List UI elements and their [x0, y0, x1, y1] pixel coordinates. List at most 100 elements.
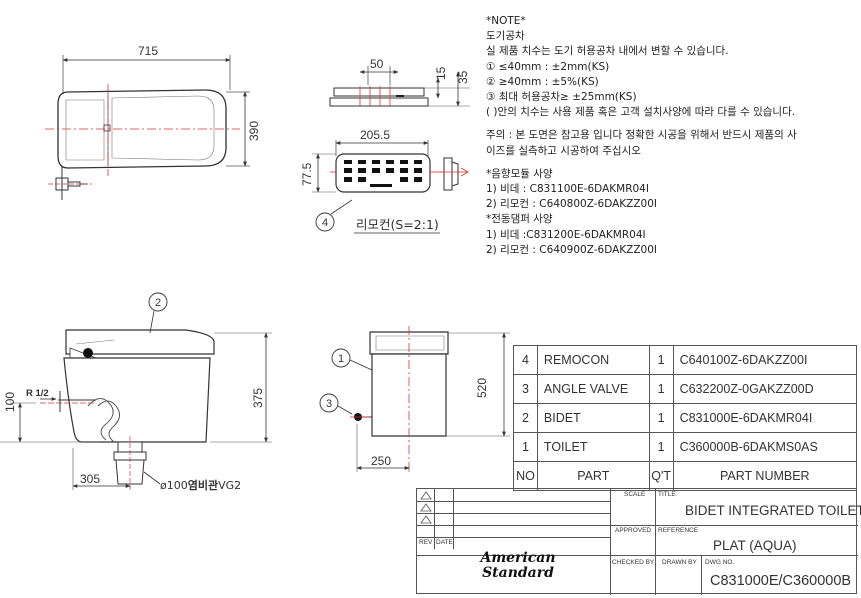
dim-remote-width: 205.5 [360, 128, 390, 142]
checked-by-label: CHECKED BY [612, 559, 655, 566]
caution-line: 주의 : 본 도면은 참고용 입니다 정확한 시공을 위해서 반드시 제품의 사 [486, 129, 797, 142]
reference-label: REFERENCE [658, 527, 699, 534]
logo-line-1: American [480, 550, 556, 566]
spec-line: *전동댐퍼 사양 [486, 213, 553, 226]
dim-front-250: 250 [371, 454, 391, 468]
divider [417, 501, 610, 502]
title-block: REV DATE SCALE TITLE BIDET INTEGRATED TO… [416, 488, 861, 595]
note-line: ③ 최대 허용공차≥ ±25mm(KS) [486, 91, 637, 104]
dim-remote-height: 77.5 [300, 162, 314, 186]
spec-line: *음향모듈 사양 [486, 167, 553, 180]
note-line: 실 제품 치수는 도기 허용공차 내에서 변할 수 있습니다. [486, 45, 729, 58]
divider [417, 537, 610, 538]
toilet-front-view: 520 250 [337, 326, 510, 472]
drawn-by-label: DRAWN BY [662, 559, 697, 566]
note-line: 도기공차 [486, 30, 525, 43]
balloon-4-label: 4 [322, 217, 328, 229]
notes-panel: *NOTE* 도기공차 실 제품 치수는 도기 허용공차 내에서 변할 수 있습… [486, 14, 856, 258]
dim-side-50: 50 [370, 57, 384, 71]
logo-line-2: Standard [482, 565, 554, 581]
divider [701, 555, 702, 595]
reference-value: PLAT (AQUA) [713, 538, 797, 553]
divider [434, 489, 435, 549]
drawing-title: BIDET INTEGRATED TOILET [685, 503, 861, 518]
label-pipe-prefix: ø100 [160, 479, 188, 492]
balloon-3: 3 [319, 393, 339, 413]
part-name: BIDET [536, 403, 650, 433]
toilet-side-view: R 1/2 100 375 305 ø100염비관VG2 [0, 310, 272, 492]
table-row: 2 BIDET 1 C831000E-6DAKMR04I [513, 403, 858, 433]
spec-line: 1) 비데 : C831100E-6DAKMR04I [486, 183, 649, 196]
divider [610, 489, 611, 595]
parts-list-table: 4 REMOCON 1 C640100Z-6DAKZZ00I 3 ANGLE V… [513, 345, 858, 491]
part-name: TOILET [536, 432, 650, 462]
part-no: 2 [513, 403, 538, 433]
table-row: 3 ANGLE VALVE 1 C632200Z-0GAKZZ00D [513, 374, 858, 404]
note-line: *NOTE* [486, 15, 526, 27]
divider [417, 513, 610, 514]
spacer [486, 159, 856, 167]
header-part-number: PART NUMBER [672, 461, 858, 491]
spec-line: 2) 리모컨 : C640900Z-6DAKZZ00I [486, 243, 658, 256]
part-number: C360000B-6DAKMS0AS [672, 432, 858, 462]
dim-top-depth: 390 [247, 121, 261, 141]
part-no: 4 [513, 345, 538, 375]
part-number: C640100Z-6DAKZZ00I [672, 345, 858, 375]
dim-side-15: 15 [434, 66, 448, 80]
header-qty: Q'T [648, 461, 674, 491]
seat-side-view: 50 15 35 [329, 57, 470, 107]
revision-triangles [420, 491, 432, 524]
part-qty: 1 [648, 345, 674, 375]
dim-front-520: 520 [475, 378, 489, 398]
part-qty: 1 [648, 403, 674, 433]
balloon-4: 4 [315, 212, 335, 232]
part-no: 1 [513, 432, 538, 462]
label-pipe-suffix: VG2 [218, 479, 241, 492]
remote-view: 205.5 77.5 리모컨(S=2:1) [300, 128, 469, 234]
table-row: 1 TOILET 1 C360000B-6DAKMS0AS [513, 432, 858, 462]
dim-height-100: 100 [3, 392, 17, 412]
dwg-no-label: DWG NO. [705, 559, 735, 566]
remote-caption: 리모컨(S=2:1) [356, 217, 439, 232]
part-name: ANGLE VALVE [536, 374, 650, 404]
table-row: 4 REMOCON 1 C640100Z-6DAKZZ00I [513, 345, 858, 375]
spacer [486, 120, 856, 128]
part-number: C632200Z-0GAKZZ00D [672, 374, 858, 404]
dwg-no-value: C831000E/C360000B [710, 573, 852, 589]
note-line: ( )안의 치수는 사용 제품 혹은 고객 설치사양에 따라 다를 수 있습니다… [486, 106, 796, 119]
divider [453, 489, 454, 549]
label-r-half: R 1/2 [26, 388, 49, 399]
rev-label: REV [419, 539, 433, 546]
part-name: REMOCON [536, 345, 650, 375]
balloon-2: 2 [148, 292, 168, 312]
balloon-1-label: 1 [338, 353, 344, 365]
note-line: ① ≤40mm : ±2mm(KS) [486, 60, 610, 73]
dim-top-width: 715 [138, 44, 158, 58]
dim-offset-305: 305 [80, 472, 100, 486]
caution-line: 이즈를 실측하고 시공하여 주십시오 [486, 144, 641, 157]
spec-line: 1) 비데 :C831200E-6DAKMR04I [486, 228, 646, 241]
table-header-row: NO PART Q'T PART NUMBER [513, 461, 858, 491]
note-line: ② ≥40mm : ±5%(KS) [486, 75, 599, 88]
scale-label: SCALE [624, 491, 646, 498]
balloon-1: 1 [331, 348, 351, 368]
dim-height-375: 375 [251, 388, 265, 408]
part-number: C831000E-6DAKMR04I [672, 403, 858, 433]
balloon-2-label: 2 [155, 297, 161, 309]
header-part: PART [536, 461, 650, 491]
title-label: TITLE [658, 491, 676, 498]
label-pipe-bold: 염비관 [188, 478, 218, 492]
label-pipe: ø100염비관VG2 [160, 478, 241, 492]
dim-side-35: 35 [456, 70, 470, 84]
divider [417, 525, 858, 526]
date-label: DATE [436, 539, 453, 546]
divider [655, 489, 656, 595]
american-standard-logo: American Standard [478, 551, 558, 581]
remote-buttons-icon [344, 160, 422, 187]
divider [417, 555, 858, 556]
top-view: 715 390 [45, 44, 261, 200]
spec-line: 2) 리모컨 : C640800Z-6DAKZZ00I [486, 198, 658, 211]
header-no: NO [513, 461, 538, 491]
approved-label: APPROVED [615, 527, 652, 534]
